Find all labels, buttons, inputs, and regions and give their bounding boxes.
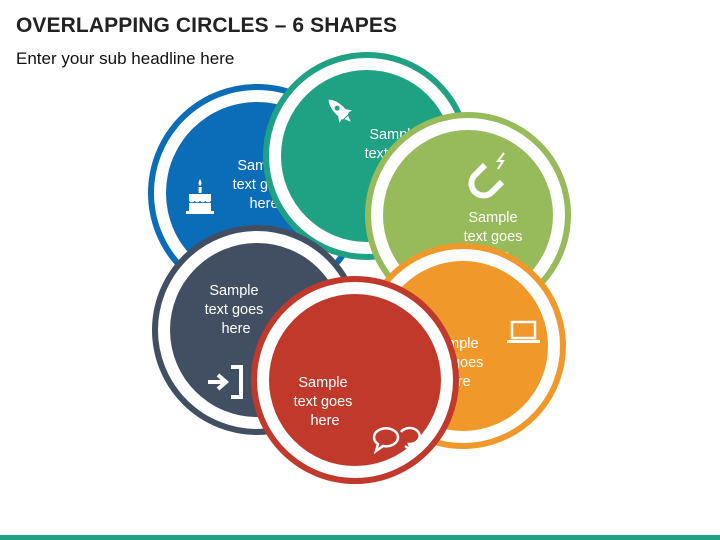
chat-bubbles-icon	[372, 426, 421, 455]
sign-in-icon	[208, 365, 243, 399]
circle-red: Sample text goes here	[251, 276, 459, 484]
page-subtitle: Enter your sub headline here	[16, 49, 235, 68]
circle-green-line-1: Sample	[468, 210, 517, 226]
circle-slate-line-1: Sample	[209, 283, 258, 299]
circle-green-line-2: text goes	[464, 229, 523, 245]
page-title: OVERLAPPING CIRCLES – 6 SHAPES	[16, 14, 398, 37]
circle-slate-line-3: here	[221, 321, 250, 337]
bottom-accent-bar	[0, 535, 720, 540]
circle-red-text: Sample text goes here	[294, 375, 357, 429]
circle-red-line-1: Sample	[298, 375, 347, 391]
circle-slate-text: Sample text goes here	[205, 283, 268, 337]
circle-red-line-2: text goes	[294, 394, 353, 410]
circle-slate-line-2: text goes	[205, 302, 264, 318]
magnet-icon	[468, 152, 505, 199]
circle-blue-line-3: here	[249, 196, 278, 212]
birthday-cake-icon	[186, 179, 214, 214]
laptop-icon	[507, 320, 540, 343]
circle-red-line-3: here	[310, 413, 339, 429]
